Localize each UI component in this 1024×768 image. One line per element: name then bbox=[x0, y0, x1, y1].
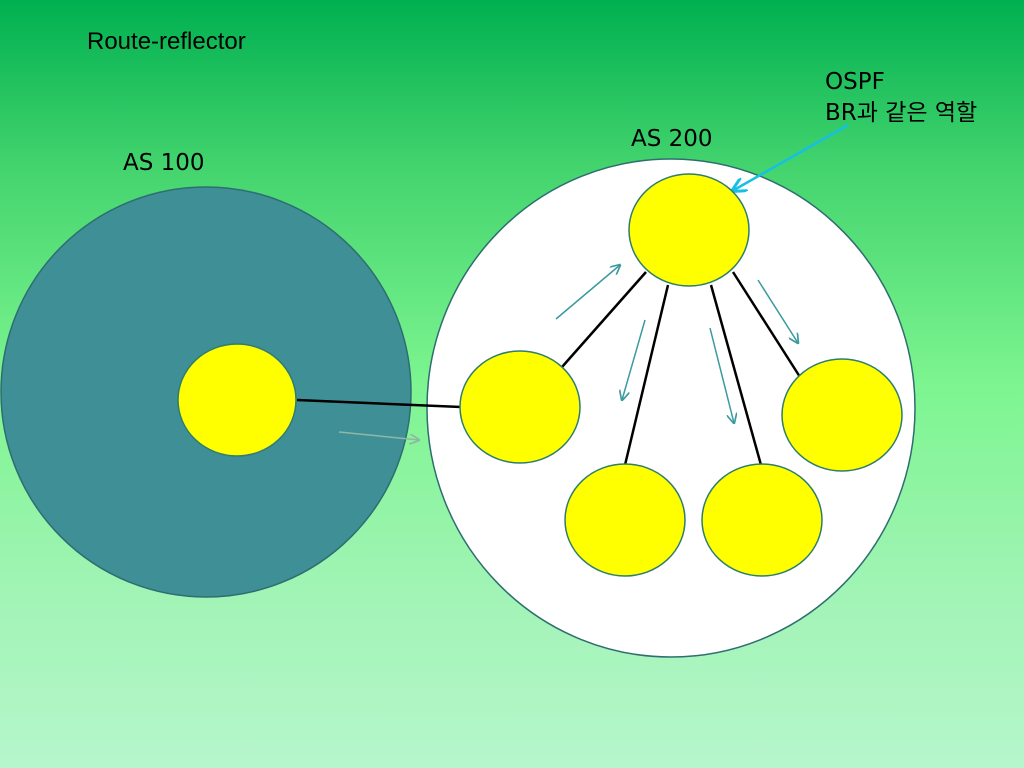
slide-title: Route-reflector bbox=[87, 28, 246, 55]
flow-arrow-to-client-bottom-left bbox=[622, 319, 646, 400]
as100-label: AS 100 bbox=[123, 150, 205, 176]
client-router-bottom-right bbox=[701, 463, 823, 577]
flow-arrow-ebgp bbox=[338, 431, 419, 440]
rr-link-bottom-right bbox=[709, 284, 763, 466]
callout-line-1: OSPF bbox=[825, 69, 885, 95]
client-router-left bbox=[459, 350, 581, 464]
rr-link-left bbox=[561, 271, 647, 368]
client-router-right bbox=[781, 358, 903, 472]
flow-arrow-to-rr bbox=[555, 265, 620, 320]
flow-arrow-to-client-bottom-right bbox=[709, 327, 734, 423]
callout-line-2: BR과 같은 역할 bbox=[825, 100, 978, 126]
ebgp-link bbox=[296, 398, 462, 409]
route-reflector-callout: OSPF BR과 같은 역할 bbox=[825, 67, 977, 129]
route-reflector-router bbox=[628, 173, 750, 287]
flow-arrow-to-client-right bbox=[757, 279, 798, 343]
as200-label: AS 200 bbox=[631, 126, 713, 152]
client-router-bottom-left bbox=[564, 463, 686, 577]
rr-link-right bbox=[731, 271, 802, 378]
as100-router bbox=[177, 343, 297, 457]
callout-arrow bbox=[734, 123, 849, 190]
rr-link-bottom-left bbox=[623, 284, 670, 466]
